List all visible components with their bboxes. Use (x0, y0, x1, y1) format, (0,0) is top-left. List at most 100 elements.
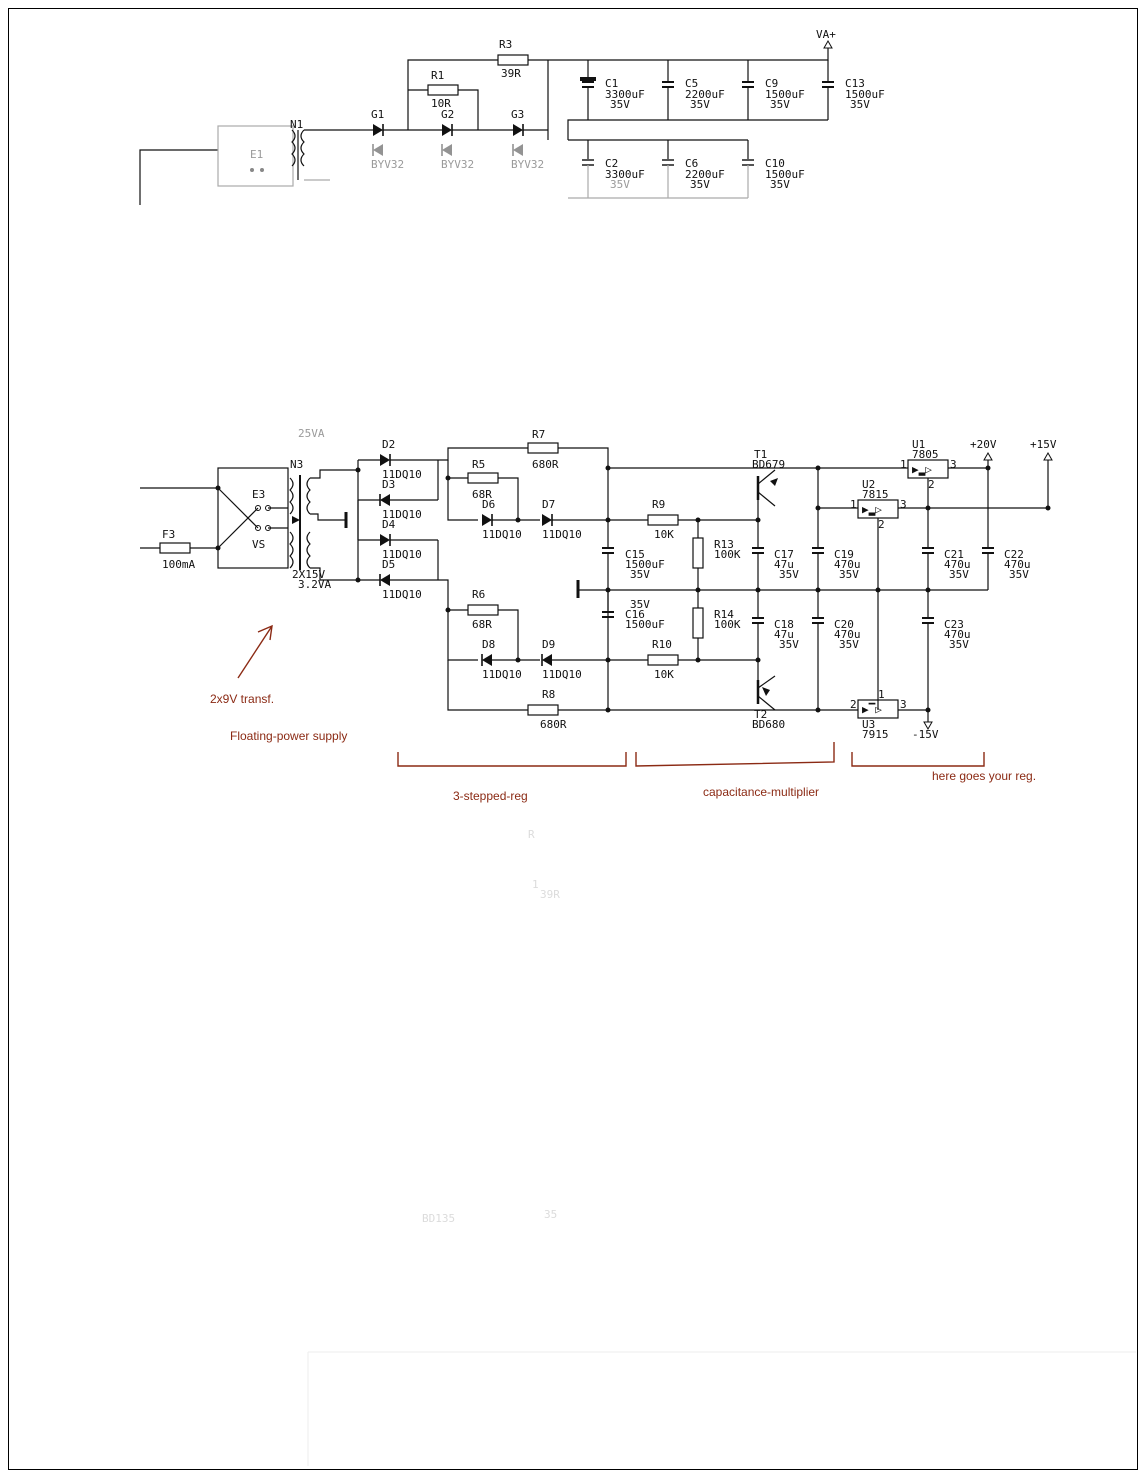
label: 47u (774, 628, 794, 641)
capacitor-c15 (602, 547, 614, 612)
label: 10K (654, 668, 674, 681)
capacitor-c10 (742, 140, 754, 198)
label: 35V (839, 568, 859, 581)
label: C22 (1004, 548, 1024, 561)
main-power-section: ▶▂▷ ▶▂▷ ▶▔▷ 25VA N3 (140, 427, 1057, 741)
label: 25VA (298, 427, 325, 440)
label: U1 (912, 438, 925, 451)
diode-g2 (441, 123, 453, 137)
label: C10 (765, 157, 785, 170)
label: 470u (834, 628, 861, 641)
label: BYV32 (441, 158, 474, 171)
label: 3 (950, 458, 957, 471)
annotations: 2x9V transf. Floating-power supply 3-ste… (210, 624, 1036, 803)
label: 2200uF (685, 88, 725, 101)
label: R6 (472, 588, 485, 601)
top-power-section: R3 39R R1 10R N1 E1 G1 G2 G3 BYV32 BYV32… (139, 28, 885, 205)
label: 68R (472, 618, 492, 631)
label: 1 (900, 458, 907, 471)
label: 35V (1009, 568, 1029, 581)
label: 39R (501, 67, 521, 80)
label: 11DQ10 (382, 508, 422, 521)
label: 11DQ10 (482, 668, 522, 681)
label: C15 (625, 548, 645, 561)
label: E1 (250, 148, 263, 161)
label: 35V (949, 638, 969, 651)
label: 680R (540, 718, 567, 731)
label: VA+ (816, 28, 836, 41)
label: D9 (542, 638, 555, 651)
fuse-f3 (159, 542, 191, 554)
label: 35V (610, 178, 630, 191)
label: T1 (754, 448, 767, 461)
remnant-text: 35 (544, 1208, 557, 1221)
capacitor-c9 (742, 60, 754, 120)
diode-g2b (441, 143, 453, 157)
label: 11DQ10 (382, 468, 422, 481)
label: 35V (690, 98, 710, 111)
label: 35V (779, 568, 799, 581)
resistor-r5 (467, 472, 499, 484)
bracket-stepped (397, 752, 627, 767)
label: R3 (499, 38, 512, 51)
label: C16 (625, 608, 645, 621)
faint-remnants: R 1 39R BD135 35 (307, 828, 1136, 1466)
label: 470u (944, 558, 971, 571)
annotation-capmult: capacitance-multiplier (703, 785, 819, 799)
label: G2 (441, 108, 454, 121)
bracket-capmult (635, 742, 835, 767)
label: C21 (944, 548, 964, 561)
label: C18 (774, 618, 794, 631)
diode-d2 (379, 453, 391, 467)
resistor-r1 (427, 84, 459, 96)
label: 680R (532, 458, 559, 471)
resistor-r9 (647, 514, 679, 526)
label: 3 (900, 698, 907, 711)
label: C2 (605, 157, 618, 170)
label: 1 (850, 498, 857, 511)
diode-d3 (379, 493, 391, 507)
label: BYV32 (371, 158, 404, 171)
label: C23 (944, 618, 964, 631)
label: 35V (610, 98, 630, 111)
label: R1 (431, 69, 444, 82)
capacitor-c1 (582, 60, 594, 120)
label: 11DQ10 (482, 528, 522, 541)
label: 2 (878, 518, 885, 531)
label: D2 (382, 438, 395, 451)
resistor-r3 (497, 54, 529, 66)
transistor-t2 (756, 638, 776, 711)
label: 11DQ10 (382, 588, 422, 601)
resistor-r6 (467, 604, 499, 616)
transformer-n1 (139, 125, 360, 205)
label: 35V (779, 638, 799, 651)
diode-d8 (481, 653, 493, 667)
label: 3300uF (605, 168, 645, 181)
label: D6 (482, 498, 495, 511)
label: 1500uF (765, 168, 805, 181)
junction-dots (215, 465, 1051, 713)
bracket-reg (851, 752, 985, 767)
label: 68R (472, 488, 492, 501)
label: D5 (382, 558, 395, 571)
label: 2200uF (685, 168, 725, 181)
resistor-r8 (527, 704, 559, 716)
label: U3 (862, 718, 875, 731)
label: 7805 (912, 448, 939, 461)
label: 35V (839, 638, 859, 651)
label: 3.2VA (298, 578, 331, 591)
label: U2 (862, 478, 875, 491)
capacitor-c5 (662, 60, 674, 120)
capacitor-c18 (752, 617, 764, 638)
capacitor-c17 (752, 547, 764, 618)
label: 2 (928, 478, 935, 491)
label: C1 (605, 77, 618, 90)
label: D7 (542, 498, 555, 511)
label: R9 (652, 498, 665, 511)
label: 100K (714, 618, 741, 631)
diode-g1b (372, 143, 384, 157)
transistor-t1 (756, 469, 778, 548)
capacitor-c2 (582, 140, 594, 198)
